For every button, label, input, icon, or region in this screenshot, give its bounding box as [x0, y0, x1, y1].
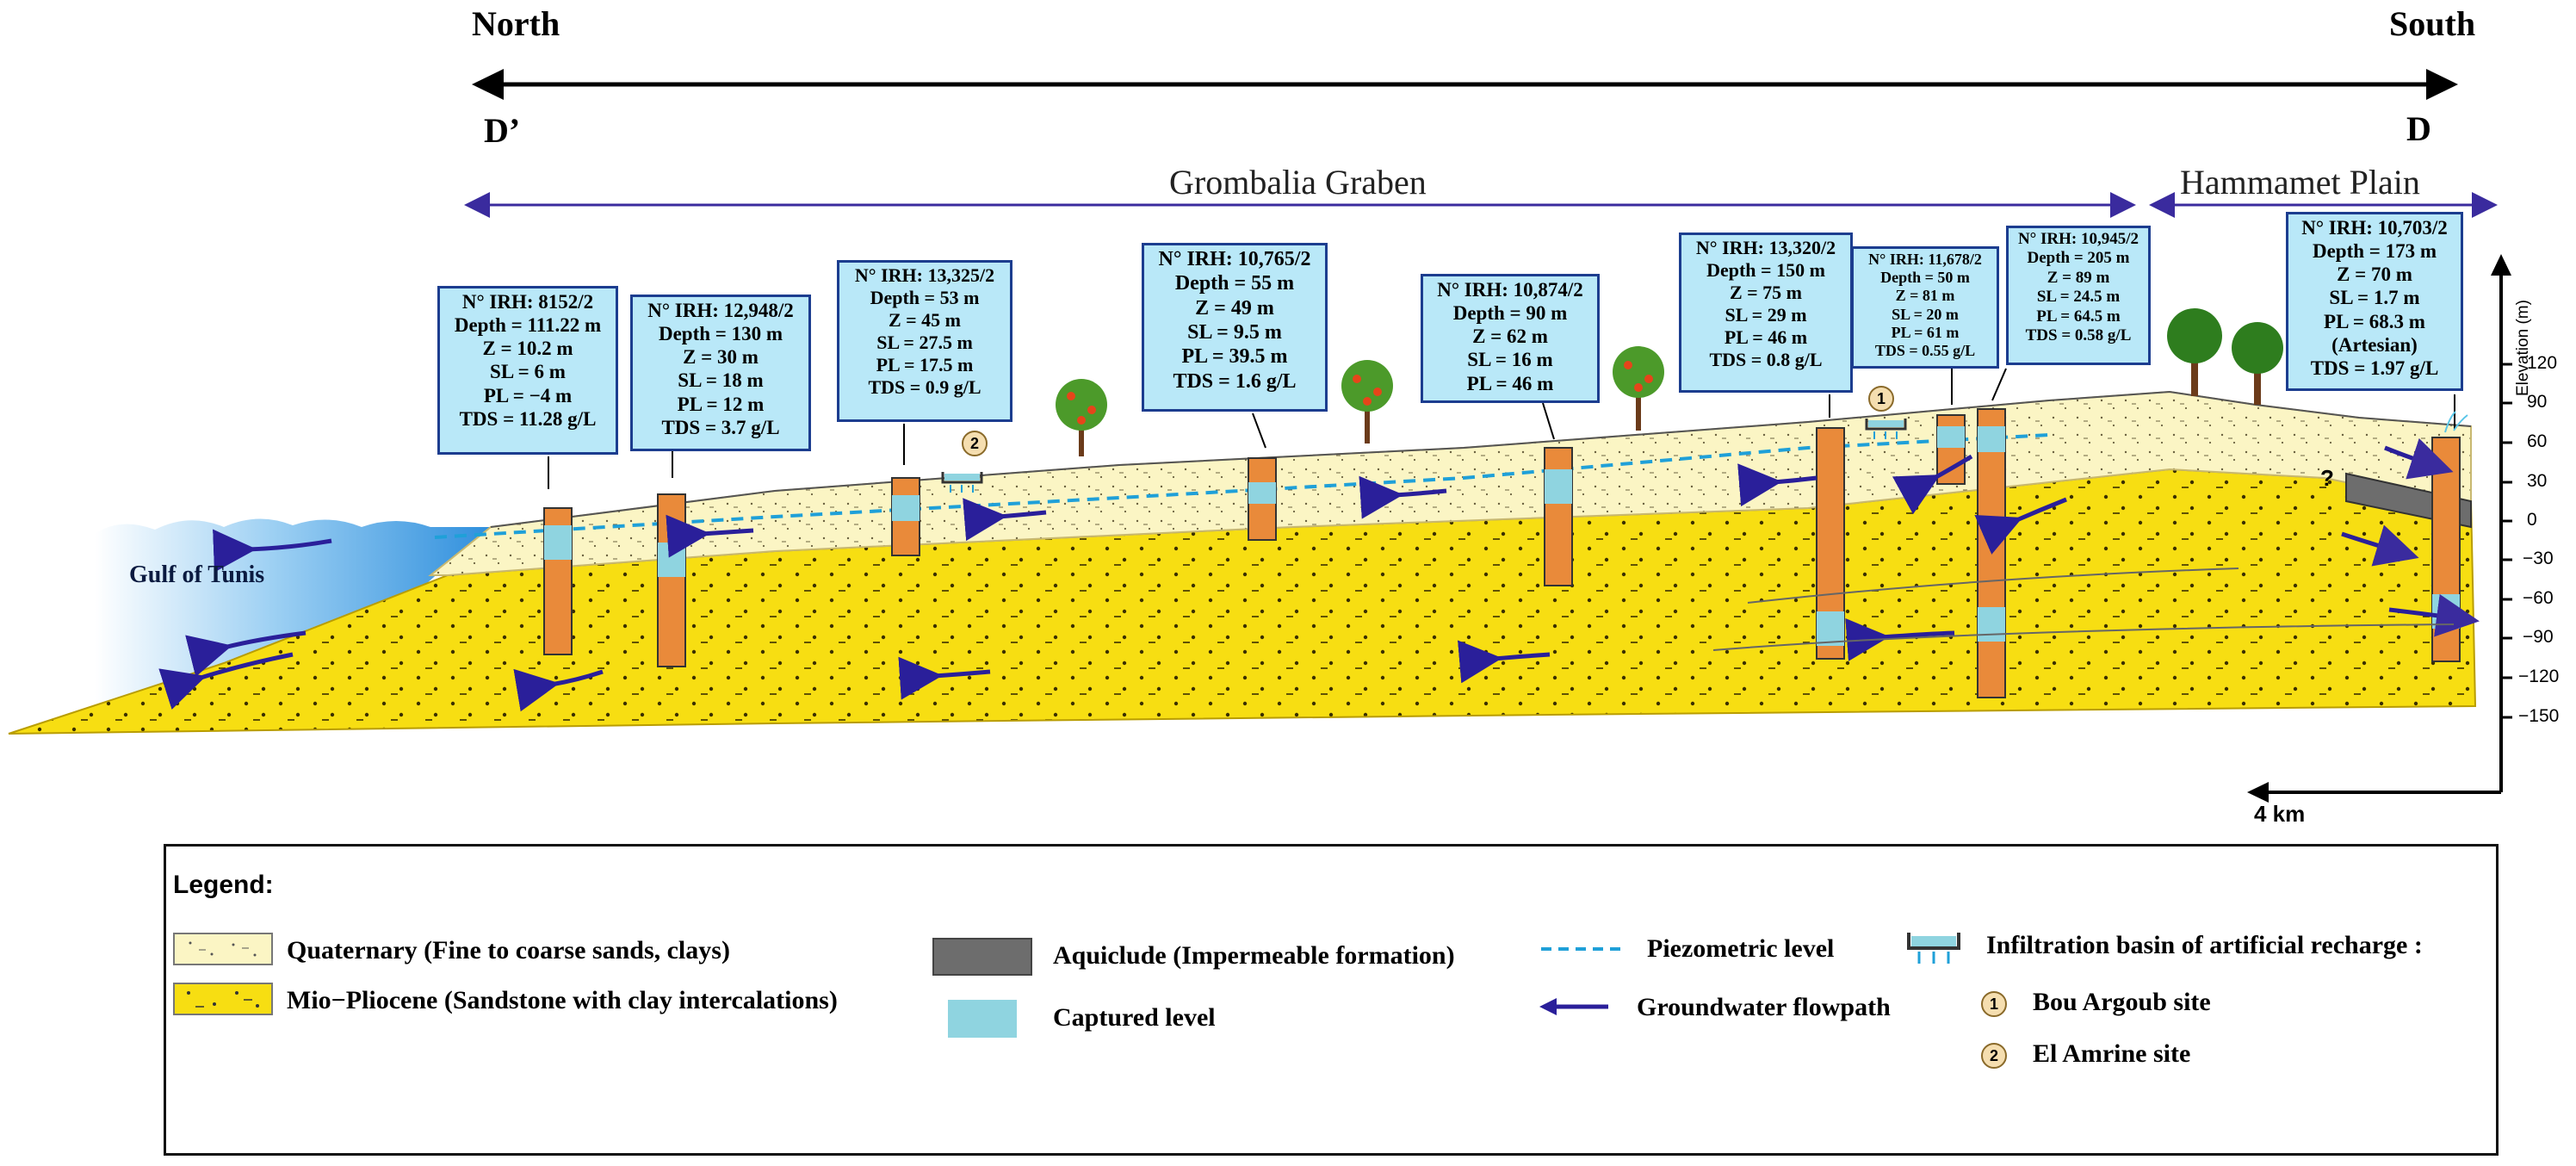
elevation-tick-label: 30	[2527, 471, 2548, 491]
legend-aquiclude-swatch	[932, 938, 1032, 976]
legend-captured-swatch	[948, 1000, 1017, 1038]
elevation-tick-label: −30	[2523, 549, 2554, 568]
well-3-captured	[892, 495, 920, 521]
legend-site-2-marker: 2	[1981, 1043, 2007, 1069]
north-label: North	[472, 4, 560, 43]
site-1-marker: 1	[1868, 386, 1894, 412]
legend-title: Legend:	[173, 871, 274, 899]
well-8-captured-a	[1978, 426, 2005, 452]
well-4-captured	[1248, 482, 1276, 504]
leader-lines	[548, 368, 2455, 489]
well-8	[1977, 408, 2006, 698]
legend-aquiclude-label: Aquiclude (Impermeable formation)	[1053, 941, 1455, 970]
groundwater-flow-arrows	[158, 454, 2067, 712]
infiltration-basin-1-icon	[1865, 419, 1907, 439]
well-6-captured	[1817, 611, 1844, 646]
elevation-ticks	[2501, 363, 2512, 719]
elevation-tick-label: 120	[2527, 353, 2558, 373]
well-5-captured	[1545, 469, 1572, 504]
well-2-captured	[658, 543, 685, 577]
legend-piezometric-swatch	[1541, 947, 1624, 951]
piezometric-level-line	[434, 433, 2050, 539]
legend-site-2-label: El Amrine site	[2033, 1039, 2191, 1068]
well-1-captured	[544, 525, 572, 560]
tree-icon	[2167, 308, 2222, 396]
elevation-axis-arrowhead-icon	[2491, 254, 2511, 276]
stratigraphic-line-2	[1747, 567, 2239, 604]
elevation-tick-label: −60	[2523, 588, 2554, 608]
legend-basin-label: Infiltration basin of artificial recharg…	[1986, 931, 2423, 959]
legend-site-1-label: Bou Argoub site	[2033, 988, 2211, 1016]
well-9-captured	[2432, 594, 2460, 629]
elevation-tick-label: −120	[2518, 667, 2560, 686]
legend-panel: Legend: Quaternary (Fine to coarse sands…	[164, 844, 2499, 1156]
well-8-captured-b	[1978, 607, 2005, 642]
groundwater-flow-arrows-east	[2341, 437, 2480, 637]
elevation-tick-label: 0	[2527, 510, 2537, 530]
elevation-tick-label: −90	[2523, 627, 2554, 647]
north-arrowhead-icon	[472, 69, 504, 100]
tree-icon	[1341, 360, 1393, 443]
tree-icon	[2232, 322, 2283, 405]
legend-site-1-marker: 1	[1981, 991, 2007, 1017]
section-end-label: D	[2406, 109, 2431, 148]
well-7-captured	[1937, 426, 1965, 448]
artesian-flow-icon	[2444, 411, 2468, 433]
legend-miopliocene-swatch	[173, 983, 273, 1015]
elevation-tick-label: −150	[2518, 706, 2560, 726]
scale-bar-arrowhead-icon	[2247, 782, 2269, 803]
legend-quaternary-swatch	[173, 933, 273, 965]
south-arrowhead-icon	[2426, 69, 2458, 100]
tree-icon	[1613, 346, 1664, 431]
legend-flowpath-label: Groundwater flowpath	[1637, 993, 1891, 1021]
sea-label: Gulf of Tunis	[129, 561, 265, 588]
aquiclude-question-mark: ?	[2320, 465, 2334, 491]
scale-label: 4 km	[2254, 801, 2306, 827]
elevation-tick-label: 90	[2527, 392, 2548, 412]
legend-flowpath-arrow-icon	[1539, 998, 1608, 1015]
legend-captured-label: Captured level	[1053, 1003, 1216, 1032]
south-label: South	[2389, 4, 2476, 43]
section-start-label: D’	[484, 111, 521, 150]
stratigraphic-line-1	[1712, 623, 2455, 651]
elevation-tick-label: 60	[2527, 431, 2548, 451]
site-2-marker: 2	[962, 431, 988, 456]
legend-miopliocene-label: Mio−Pliocene (Sandstone with clay interc…	[287, 986, 838, 1014]
legend-infiltration-basin-icon	[1907, 933, 1960, 964]
well-5	[1544, 447, 1573, 586]
infiltration-basin-2-icon	[941, 472, 983, 493]
plain-label: Hammamet Plain	[2180, 163, 2420, 202]
tree-icon	[1056, 379, 1107, 456]
legend-piezometric-label: Piezometric level	[1647, 934, 1835, 963]
graben-label: Grombalia Graben	[1169, 163, 1427, 202]
well-2	[657, 493, 686, 667]
legend-quaternary-label: Quaternary (Fine to coarse sands, clays)	[287, 936, 730, 964]
